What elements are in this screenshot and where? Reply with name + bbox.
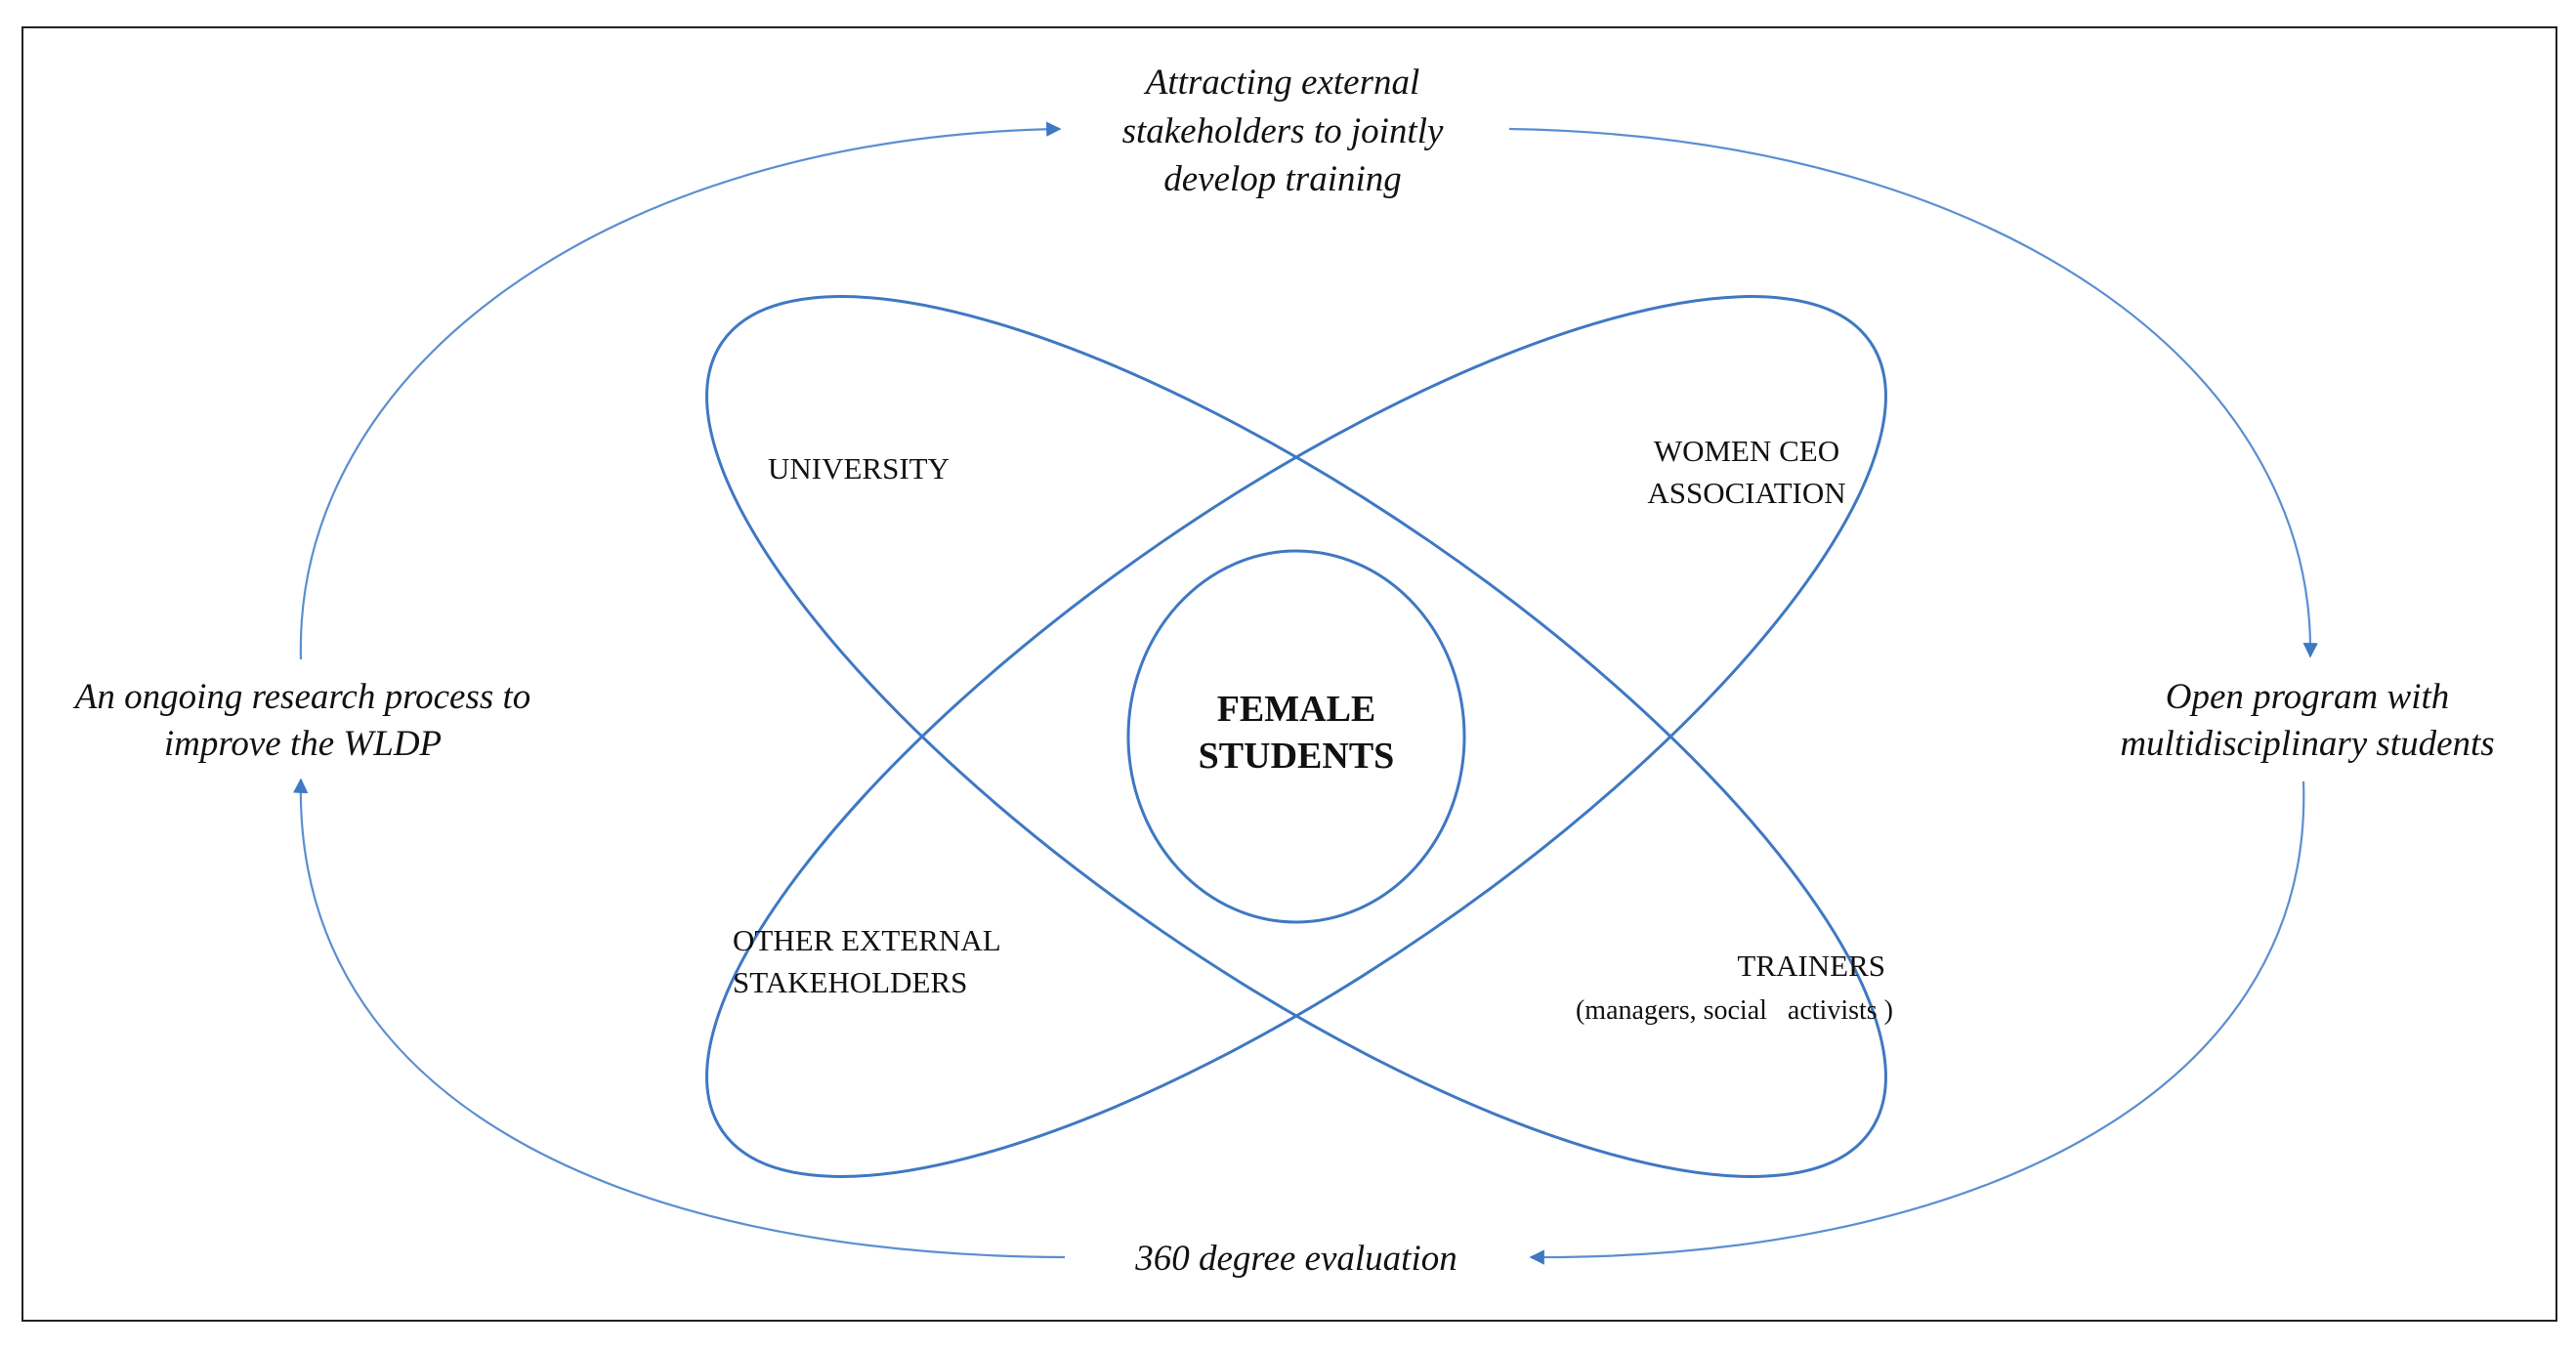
- arrow-top-to-right: [1508, 127, 2318, 658]
- other-external-label: OTHER EXTERNAL STAKEHOLDERS: [733, 923, 1001, 999]
- cycle-arrows: [292, 121, 2318, 1265]
- female-students-circle: [1126, 549, 1466, 924]
- women-ceo-line2: ASSOCIATION: [1647, 476, 1845, 510]
- cycle-top-line1: Attracting external: [1143, 63, 1420, 103]
- stakeholder-ellipses: [705, 295, 1887, 1178]
- trainers-label: TRAINERS (managers, social activists ): [1576, 949, 1893, 1026]
- other-external-line2: STAKEHOLDERS: [733, 965, 967, 999]
- cycle-step-bottom: 360 degree evaluation: [1134, 1239, 1457, 1279]
- women-ceo-label: WOMEN CEO ASSOCIATION: [1647, 434, 1845, 510]
- cycle-bottom-line1: 360 degree evaluation: [1134, 1239, 1457, 1279]
- cycle-right-line2: multidisciplinary students: [2120, 724, 2494, 764]
- female-students-label: FEMALE STUDENTS: [1199, 689, 1395, 777]
- other-external-line1: OTHER EXTERNAL: [733, 923, 1001, 957]
- cycle-left-line2: improve the WLDP: [164, 724, 442, 764]
- diagram-frame: [21, 26, 2557, 1322]
- cycle-step-top: Attracting external stakeholders to join…: [1122, 63, 1444, 199]
- arrow-left-to-top: [299, 121, 1062, 660]
- trainers-line1: TRAINERS: [1737, 949, 1885, 983]
- cycle-step-left: An ongoing research process to improve t…: [72, 677, 531, 764]
- arrow-right-to-bottom: [1529, 780, 2305, 1265]
- cycle-right-line1: Open program with: [2166, 677, 2450, 717]
- women-ceo-other-ellipse: [705, 295, 1887, 1178]
- women-ceo-line1: WOMEN CEO: [1654, 434, 1839, 468]
- cycle-step-right: Open program with multidisciplinary stud…: [2120, 677, 2494, 764]
- center-line1: FEMALE: [1217, 689, 1376, 730]
- arrow-bottom-to-left: [292, 778, 1066, 1259]
- cycle-top-line3: develop training: [1163, 159, 1402, 199]
- cycle-left-line1: An ongoing research process to: [72, 677, 531, 717]
- center-line2: STUDENTS: [1199, 736, 1395, 777]
- trainers-line2: (managers, social activists ): [1576, 995, 1893, 1026]
- cycle-top-line2: stakeholders to jointly: [1122, 111, 1444, 151]
- university-trainers-ellipse: [705, 295, 1887, 1178]
- university-label: UNIVERSITY: [768, 451, 950, 485]
